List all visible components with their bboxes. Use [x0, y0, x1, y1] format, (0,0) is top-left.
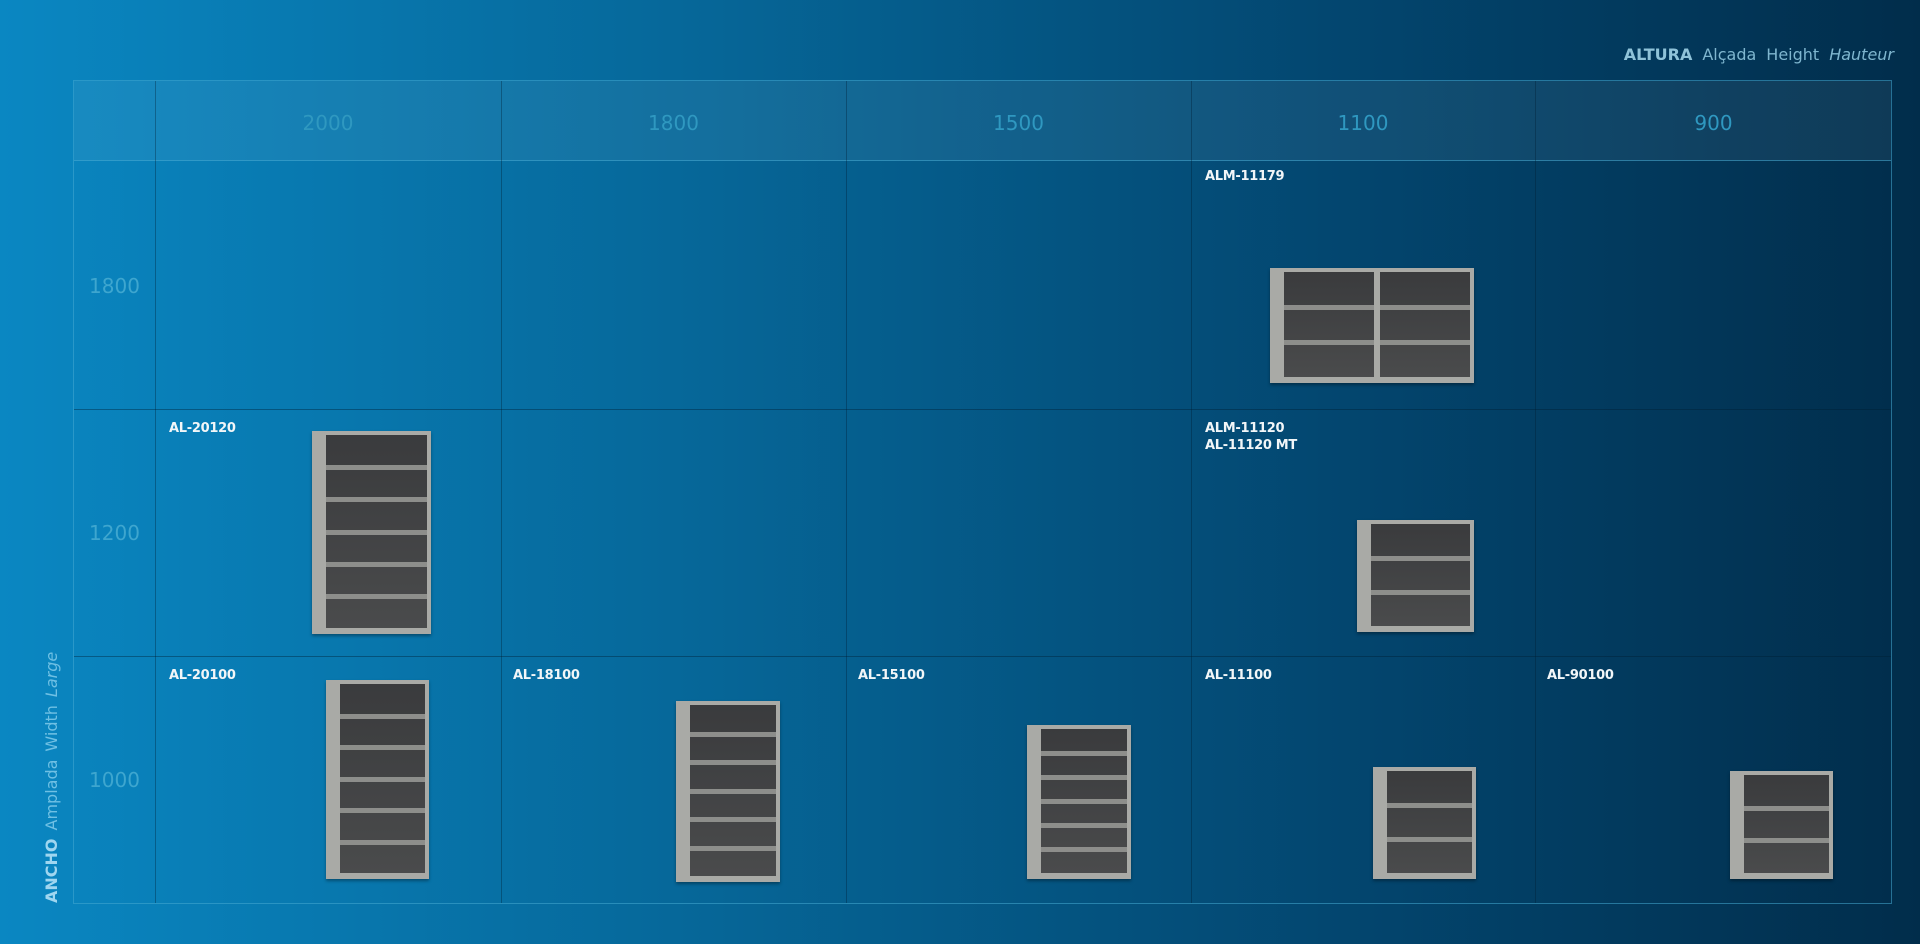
- header-row: [74, 81, 1891, 161]
- shelf-board: [690, 845, 776, 851]
- shelf-bay: [1380, 272, 1470, 377]
- height-label-es: ALTURA: [1623, 45, 1693, 64]
- shelf-bay: [690, 705, 776, 876]
- size-matrix: 2000 1800 1500 1100 900 1800 1200 1000: [73, 80, 1892, 904]
- shelf-board: [1380, 340, 1470, 345]
- divider: [1191, 81, 1192, 903]
- shelf-board: [326, 529, 427, 535]
- shelf-image-al-18100: [676, 701, 780, 882]
- column-header-1500: 1500: [993, 111, 1044, 135]
- shelf-board: [340, 713, 425, 719]
- shelf-bay: [326, 435, 427, 628]
- shelf-board: [326, 593, 427, 599]
- shelf-bay: [1284, 272, 1374, 377]
- shelf-board: [1041, 847, 1127, 852]
- shelf-board: [1041, 775, 1127, 780]
- row-header-1200: 1200: [89, 521, 140, 545]
- divider: [1535, 81, 1536, 903]
- product-label: AL-11100: [1205, 668, 1272, 683]
- shelf-bay: [1744, 775, 1829, 873]
- height-legend: ALTURA Alçada Height Hauteur: [1624, 45, 1894, 64]
- product-label: AL-90100: [1547, 668, 1614, 683]
- divider: [74, 409, 1891, 410]
- shelf-image-al-15100: [1027, 725, 1131, 879]
- shelf-board: [326, 465, 427, 471]
- shelf-board: [690, 788, 776, 794]
- divider: [501, 81, 502, 903]
- product-label: AL-15100: [858, 668, 925, 683]
- shelf-image-alm-11179: [1270, 268, 1474, 383]
- shelf-image-al-20100: [326, 680, 429, 879]
- product-label: ALM-11179: [1205, 169, 1285, 184]
- shelf-board: [690, 817, 776, 822]
- width-label-es: ANCHO: [42, 838, 61, 903]
- column-header-900: 900: [1694, 111, 1733, 135]
- shelf-board: [326, 561, 427, 567]
- shelf-board: [340, 776, 425, 782]
- shelf-board: [1744, 805, 1829, 811]
- height-label-fr: Hauteur: [1829, 45, 1894, 64]
- shelf-board: [1284, 305, 1374, 310]
- shelf-board: [1041, 751, 1127, 756]
- shelf-bay: [1371, 524, 1470, 626]
- shelf-board: [1041, 823, 1127, 828]
- shelf-board: [340, 839, 425, 845]
- shelf-board: [340, 745, 425, 750]
- width-label-en: Width: [42, 705, 61, 752]
- shelf-bay: [1387, 771, 1472, 873]
- shelf-board: [1371, 556, 1470, 561]
- shelf-bay: [340, 684, 425, 873]
- height-label-en: Height: [1766, 45, 1820, 64]
- shelf-bay: [1041, 729, 1127, 873]
- width-legend: ANCHO Amplada Width Large: [42, 652, 61, 903]
- column-header-1800: 1800: [648, 111, 699, 135]
- shelf-board: [326, 497, 427, 503]
- product-label: ALM-11120: [1205, 421, 1285, 436]
- product-label: AL-11120 MT: [1205, 438, 1297, 453]
- shelf-board: [1284, 340, 1374, 345]
- shelf-image-al-90100: [1730, 771, 1833, 879]
- shelf-board: [1387, 803, 1472, 808]
- divider: [74, 656, 1891, 657]
- divider: [846, 81, 847, 903]
- shelf-board: [1387, 837, 1472, 842]
- shelf-image-al-20120: [312, 431, 431, 634]
- shelf-board: [1041, 799, 1127, 804]
- height-label-ca: Alçada: [1702, 45, 1757, 64]
- shelf-board: [340, 808, 425, 813]
- width-label-fr: Large: [42, 651, 61, 698]
- shelf-image-alm-11120: [1357, 520, 1474, 632]
- product-label: AL-20100: [169, 668, 236, 683]
- divider: [155, 81, 156, 903]
- shelf-board: [690, 760, 776, 765]
- shelf-image-al-11100: [1373, 767, 1476, 879]
- row-header-1800: 1800: [89, 274, 140, 298]
- column-header-2000: 2000: [302, 111, 354, 135]
- shelf-board: [1371, 590, 1470, 595]
- shelf-board: [1380, 305, 1470, 310]
- column-header-1100: 1100: [1337, 111, 1389, 135]
- shelf-board: [690, 731, 776, 737]
- product-label: AL-20120: [169, 421, 236, 436]
- product-label: AL-18100: [513, 668, 580, 683]
- row-header-1000: 1000: [89, 768, 140, 792]
- width-label-ca: Amplada: [42, 759, 61, 831]
- shelf-board: [1744, 838, 1829, 844]
